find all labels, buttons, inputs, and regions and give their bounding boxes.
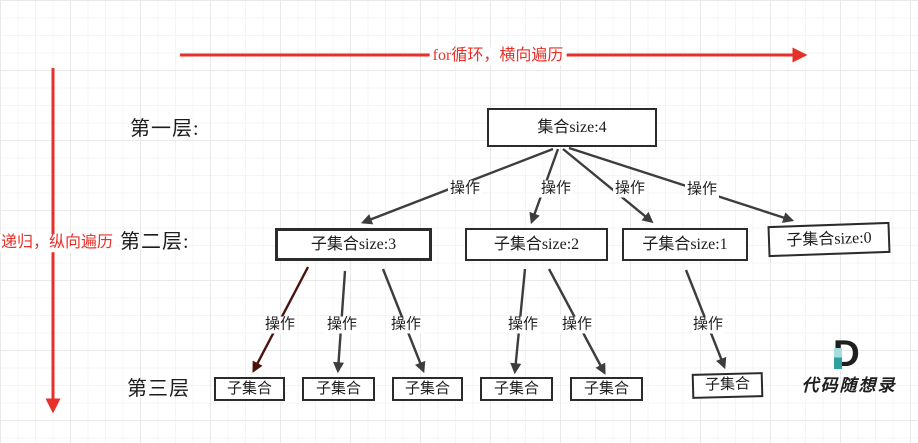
edge-operation-label: 操作: [324, 316, 360, 334]
horizontal-traversal-label: for循环，横向遍历: [429, 47, 567, 65]
node-subset-size-2: 子集合size:2: [465, 228, 608, 261]
edge-operation-label: 操作: [684, 181, 720, 199]
edge-operation-label: 操作: [505, 316, 541, 334]
edge-operation-label: 操作: [447, 180, 483, 198]
logo-d-mark: D: [833, 335, 867, 375]
edge-operation-label: 操作: [559, 316, 595, 334]
node-subset-leaf-5: 子集合: [570, 377, 643, 401]
node-subset-size-3: 子集合size:3: [275, 228, 432, 261]
node-subset-size-1: 子集合size:1: [622, 228, 748, 261]
edge-operation-label: 操作: [262, 316, 298, 334]
logo-teal-bar-icon: [834, 348, 842, 369]
node-set-size-4: 集合size:4: [487, 108, 657, 147]
node-subset-size-0: 子集合size:0: [767, 221, 891, 258]
layer-2-label: 第二层:: [120, 231, 190, 253]
layer-3-label: 第三层: [127, 378, 190, 400]
node-subset-leaf-3: 子集合: [392, 377, 463, 401]
node-subset-leaf-1: 子集合: [214, 377, 285, 401]
edge-operation-label: 操作: [690, 316, 726, 334]
logo-text: 代码随想录: [801, 376, 897, 395]
node-subset-leaf-6: 子集合: [691, 372, 764, 399]
layer-1-label: 第一层:: [130, 118, 200, 140]
code-thoughts-logo: D 代码随想录: [797, 335, 901, 401]
vertical-traversal-label: 递归，纵向遍历: [0, 234, 117, 252]
edge-operation-label: 操作: [612, 180, 648, 198]
edge-operation-label: 操作: [538, 180, 574, 198]
node-subset-leaf-4: 子集合: [480, 377, 553, 401]
edge-operation-label: 操作: [388, 316, 424, 334]
node-subset-leaf-2: 子集合: [302, 377, 375, 401]
